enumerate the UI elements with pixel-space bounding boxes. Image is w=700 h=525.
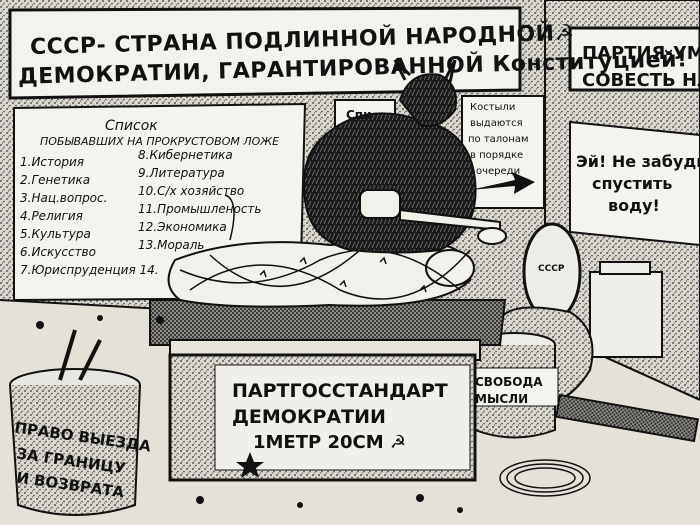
devil-fist bbox=[359, 189, 401, 219]
devil-head bbox=[398, 73, 457, 127]
toilet-sign-line: воду! bbox=[608, 196, 660, 215]
crutches-line: в порядке bbox=[470, 150, 524, 161]
devil-figure bbox=[303, 112, 477, 254]
crate-line-2: ДЕМОКРАТИИ bbox=[232, 406, 386, 428]
toilet-sign-line: Эй! Не забудь bbox=[576, 152, 700, 171]
list-item: 10.С/х хозяйство bbox=[138, 184, 245, 198]
toilet-seal-text: СССР bbox=[538, 264, 565, 274]
freedom-line-1: СВОБОДА bbox=[475, 375, 543, 389]
toilet-sign-line: спустить bbox=[592, 174, 673, 193]
list-item: 8.Кибернетика bbox=[138, 148, 233, 162]
list-item: 12.Экономика bbox=[138, 220, 227, 234]
list-item: 13.Мораль bbox=[138, 238, 205, 252]
toilet-tank bbox=[589, 271, 663, 358]
freedom-line-2: МЫСЛИ bbox=[475, 392, 529, 406]
procrustean-bed bbox=[149, 299, 507, 346]
drain-pipe bbox=[555, 393, 700, 443]
list-item: 9.Литература bbox=[138, 166, 225, 180]
crutches-line: очереди bbox=[476, 166, 521, 177]
list-item: 11.Промышленость bbox=[138, 202, 262, 216]
crutches-line: по талонам bbox=[468, 134, 529, 145]
party-sign-line-1: ПАРТИЯ-УМ, bbox=[582, 43, 700, 64]
list-item: 7.Юриспруденция 14. bbox=[20, 263, 159, 277]
top-banner bbox=[8, 6, 522, 100]
list-item: 1.История bbox=[20, 155, 84, 169]
can-contents bbox=[58, 329, 102, 381]
barbed-wire bbox=[179, 194, 471, 300]
star-icon bbox=[236, 452, 264, 478]
bound-figure bbox=[167, 241, 472, 308]
party-sign-board bbox=[568, 26, 700, 92]
floor-debris bbox=[36, 315, 463, 513]
crutches-line: выдаются bbox=[470, 118, 523, 129]
list-item: 5.Культура bbox=[20, 227, 91, 241]
crutches-line: Костыли bbox=[470, 102, 516, 113]
list-subtitle: ПОБЫВАВШИХ НА ПРОКРУСТОВОМ ЛОЖЕ bbox=[40, 135, 280, 148]
list-item: 3.Нац.вопрос. bbox=[20, 191, 108, 205]
crate-line-1: ПАРТГОССТАНДАРТ bbox=[232, 380, 448, 402]
list-item: 4.Религия bbox=[20, 209, 83, 223]
list-title: Список bbox=[105, 118, 158, 134]
trash-can bbox=[9, 384, 141, 516]
list-item: 2.Генетика bbox=[20, 173, 91, 187]
toilet-sign-board bbox=[569, 120, 700, 247]
party-sign-line-2: СОВЕСТЬ НАШ bbox=[582, 70, 700, 91]
list-item: 6.Искусство bbox=[20, 245, 96, 259]
wire-coil bbox=[499, 459, 591, 497]
figure-head bbox=[425, 249, 475, 287]
crate-line-3: 1МЕТР 20СМ ☭ bbox=[253, 432, 407, 453]
partial-sign-text: Спи bbox=[346, 108, 372, 122]
